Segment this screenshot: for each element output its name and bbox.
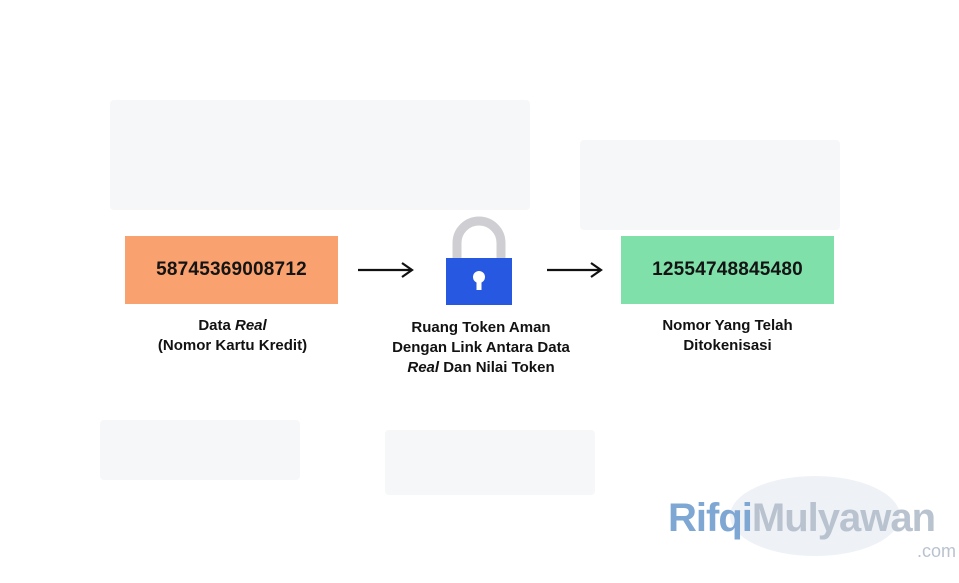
- real-data-value: 58745369008712: [156, 259, 307, 280]
- vault-caption-line3: Real Dan Nilai Token: [370, 358, 592, 378]
- tokenized-caption-line1: Nomor Yang Telah: [662, 317, 793, 334]
- real-data-caption: Data Real (Nomor Kartu Kredit): [120, 316, 345, 356]
- caption-italic-text: Real: [235, 317, 267, 334]
- lock-icon: [446, 216, 512, 305]
- real-data-caption-line1: Data Real: [120, 316, 345, 336]
- watermark-cloud: [730, 476, 900, 556]
- caption-text: Dan Nilai Token: [439, 359, 555, 376]
- real-data-box: 58745369008712: [125, 236, 338, 304]
- tokenized-box: 12554748845480: [621, 236, 834, 304]
- background-block: [580, 140, 840, 230]
- vault-caption: Ruang Token Aman Dengan Link Antara Data…: [370, 318, 592, 378]
- caption-italic-text: Real: [407, 359, 440, 376]
- background-block: [385, 430, 595, 495]
- watermark-logo: RifqiMulyawan: [668, 496, 936, 541]
- arrow-right-icon: [547, 262, 603, 278]
- background-block: [100, 420, 300, 480]
- watermark-domain: .com: [917, 541, 957, 561]
- real-data-caption-line2: (Nomor Kartu Kredit): [157, 337, 308, 354]
- watermark-part1: Rifqi: [668, 496, 753, 540]
- caption-text: Data: [198, 317, 235, 334]
- vault-caption-line1: Ruang Token Aman: [411, 319, 551, 336]
- tokenized-value: 12554748845480: [652, 259, 803, 280]
- vault-caption-line2: Dengan Link Antara Data: [392, 339, 570, 356]
- arrow-right-icon: [358, 262, 414, 278]
- background-block: [110, 100, 530, 210]
- tokenized-caption-line2: Ditokenisasi: [683, 337, 772, 354]
- tokenized-caption: Nomor Yang Telah Ditokenisasi: [615, 316, 840, 356]
- watermark-part2: Mulyawan: [751, 496, 936, 540]
